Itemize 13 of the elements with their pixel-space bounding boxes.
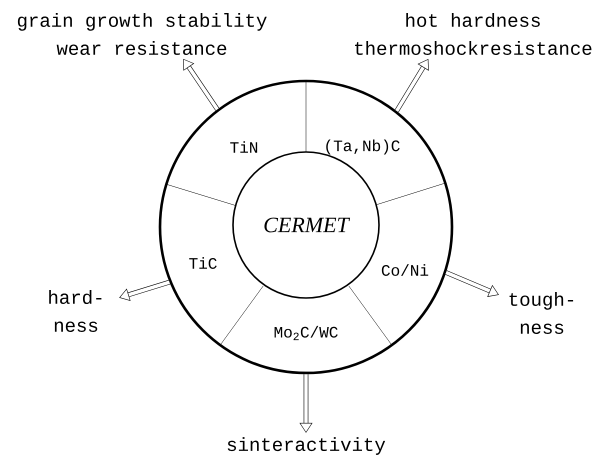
- segment-label: Co/Ni: [382, 264, 428, 276]
- hollow-arrow: [119, 280, 170, 302]
- outer-ring: [158, 80, 454, 374]
- property-label: grain growth stability wear resistance: [18, 13, 267, 55]
- property-label: sinteractivity: [228, 437, 386, 455]
- hollow-arrow: [445, 270, 499, 297]
- property-label: tough- ness: [510, 292, 574, 334]
- segment-label: TiN: [230, 141, 258, 153]
- segment-label: Mo$_{2}$C/WC: [274, 326, 338, 340]
- hollow-arrow: [183, 58, 220, 111]
- segment-label: TiC: [189, 257, 217, 269]
- property-label: hard- ness: [49, 290, 102, 332]
- property-label: hot hardness thermoshockresistance: [355, 13, 592, 55]
